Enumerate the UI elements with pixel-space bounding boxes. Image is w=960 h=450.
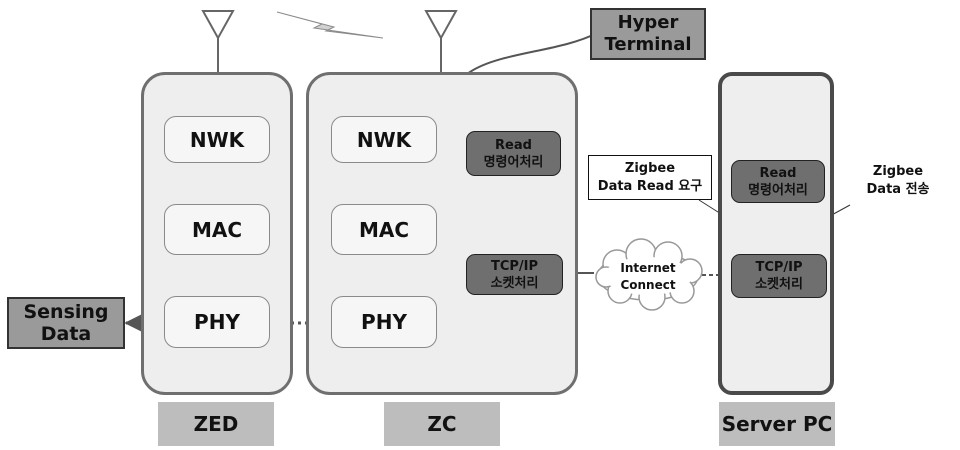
zc-antenna-icon <box>424 10 458 72</box>
sensing-line2: Data <box>40 323 92 345</box>
sensing-line1: Sensing <box>23 301 109 323</box>
zc-phy-layer: PHY <box>331 296 437 348</box>
server-read-line1: Read <box>759 165 797 181</box>
zed-antenna-icon <box>201 10 235 72</box>
zc-label: ZC <box>384 402 500 446</box>
server-read-line2: 명령어처리 <box>748 182 808 198</box>
read-request-line1: Zigbee <box>624 160 676 176</box>
internet-cloud-icon <box>595 238 703 311</box>
zc-tcp-line1: TCP/IP <box>490 258 539 274</box>
zc-nwk-layer: NWK <box>331 116 437 163</box>
zc-mac-layer: MAC <box>331 204 437 255</box>
server-pc-label: Server PC <box>719 402 835 446</box>
transmit-line1: Zigbee <box>872 164 924 179</box>
server-tcp-line1: TCP/IP <box>755 260 803 275</box>
zc-tcp-line2: 소켓처리 <box>490 275 539 291</box>
server-tcp-line2: 소켓처리 <box>755 277 803 292</box>
zed-phy-layer: PHY <box>164 296 270 348</box>
zed-nwk-layer: NWK <box>164 116 270 163</box>
zc-read-line1: Read <box>495 137 532 153</box>
wireless-link-icon <box>276 11 384 39</box>
hyper-terminal-line2: Terminal <box>604 34 692 55</box>
hyper-terminal-line1: Hyper <box>617 12 679 33</box>
zed-label: ZED <box>158 402 274 446</box>
internet-line1: Internet <box>620 261 676 275</box>
read-request-line2: Data Read 요구 <box>597 178 703 194</box>
server-pc-frame <box>718 72 834 395</box>
server-tcp-socket-box: TCP/IP 소켓처리 <box>731 254 827 298</box>
transmit-line2: Data 전송 <box>866 182 930 197</box>
zc-read-line2: 명령어처리 <box>483 154 544 170</box>
zed-mac-layer: MAC <box>164 204 270 255</box>
internet-line2: Connect <box>620 278 676 292</box>
